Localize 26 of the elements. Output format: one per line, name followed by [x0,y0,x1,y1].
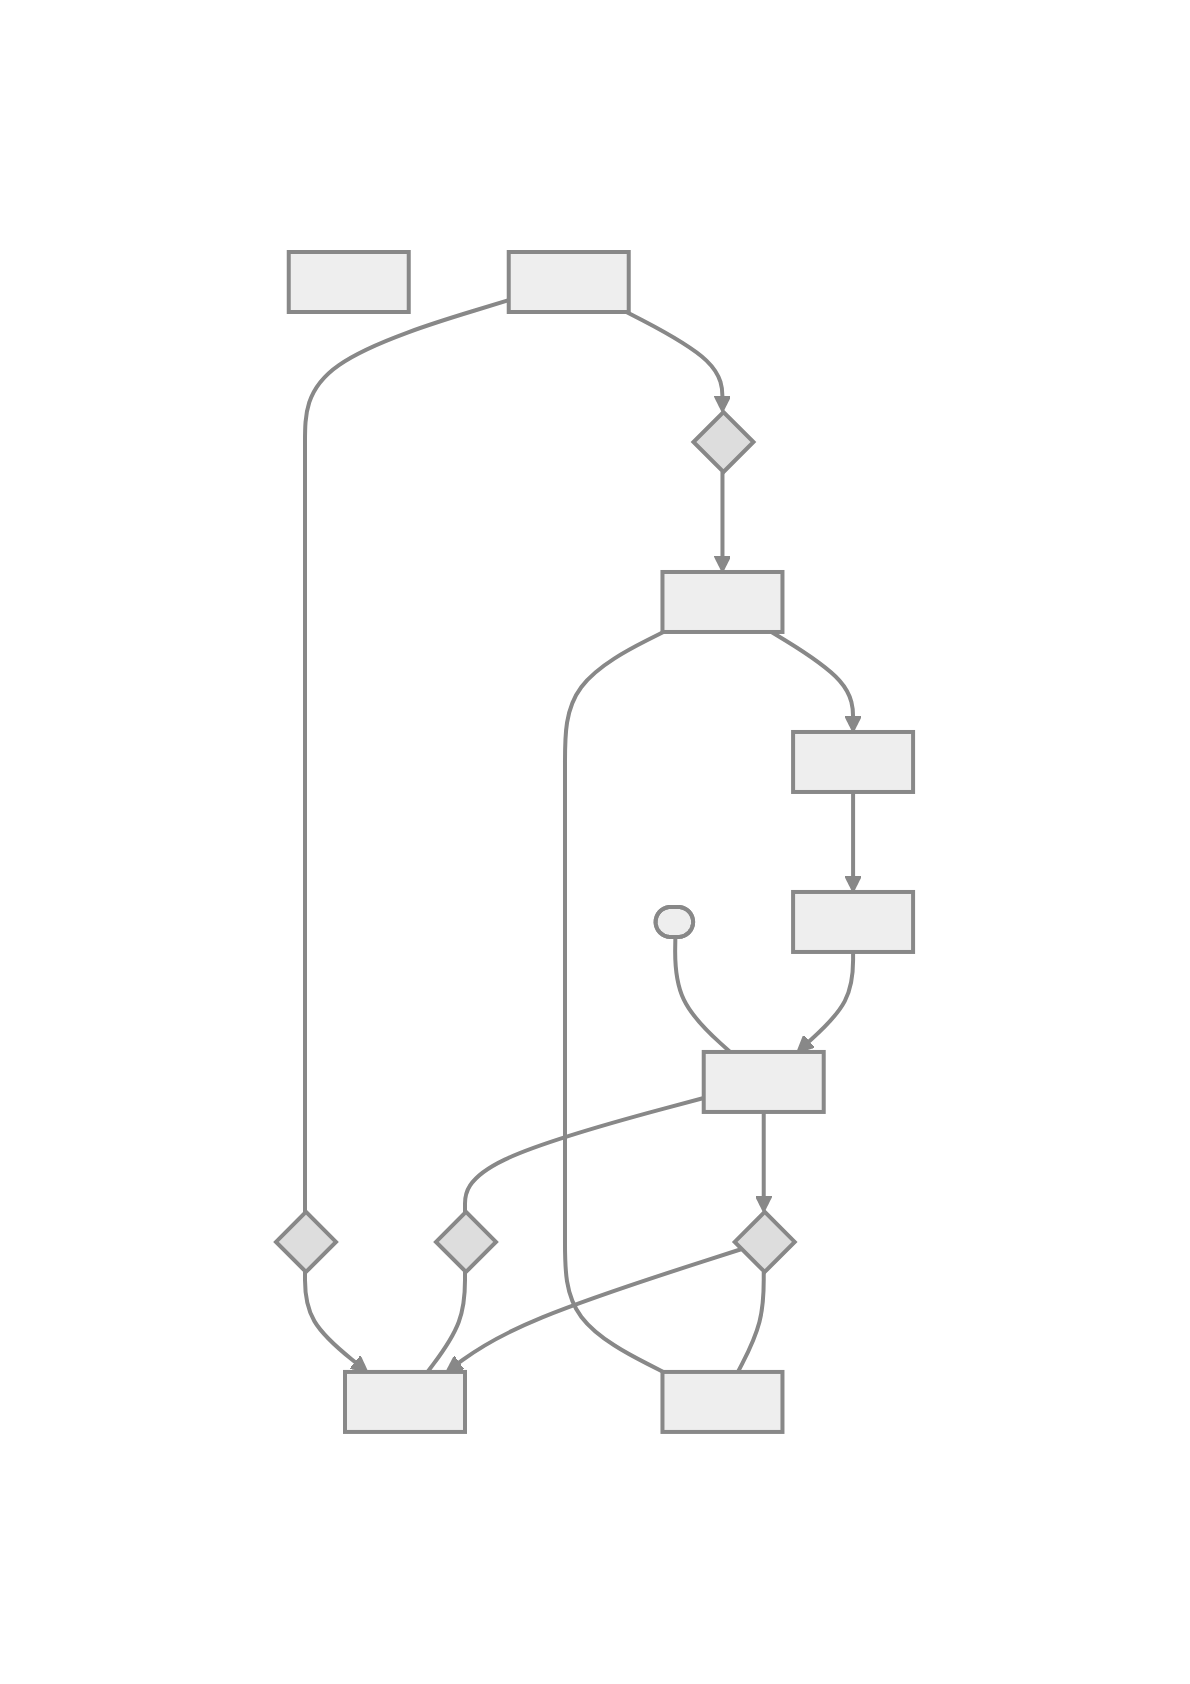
node-box [702,1050,827,1114]
arrow [770,630,863,733]
node-diamond [691,409,757,475]
connector [426,1272,468,1374]
arrow [796,952,856,1053]
arrow [445,1247,743,1373]
connector [303,298,510,1212]
arrow [755,1112,773,1213]
arrow [303,1272,369,1373]
node-box [660,570,785,634]
connector [563,630,665,1374]
node-box [507,250,632,315]
connector [463,1096,705,1212]
node-box [660,1369,785,1434]
node-diamond [433,1209,500,1275]
node-box [287,250,412,315]
node-box [343,1369,468,1434]
arrow [714,472,732,573]
node-diamond [273,1209,340,1275]
connector [673,937,732,1054]
connector [736,1272,767,1373]
node-box [791,730,916,794]
arrow [844,792,863,893]
node-diamond [732,1209,798,1275]
arrow [625,310,732,413]
node-box [791,890,916,954]
